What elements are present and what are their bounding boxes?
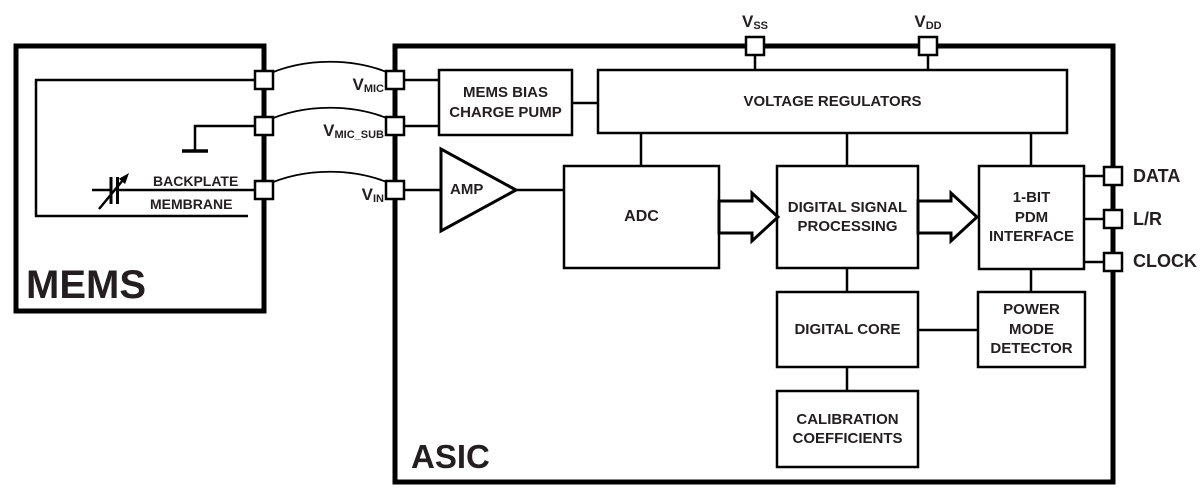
mems-vmicsub-pad [253, 115, 275, 137]
data-pad [1102, 165, 1124, 187]
power-mode-line2: MODE [1009, 320, 1054, 338]
vmicsub-base: V [323, 121, 335, 140]
voltage-regulators-line1: VOLTAGE REGULATORS [743, 92, 922, 110]
amp-triangle-icon [439, 146, 520, 234]
membrane-wire [34, 78, 264, 218]
mems-title: MEMS [26, 263, 146, 307]
asic-vmic-pad [384, 69, 406, 91]
vss-base: V [741, 12, 754, 31]
digital-core-label: DIGITAL CORE [777, 292, 918, 367]
vin-bond-wire [263, 170, 397, 187]
data-pin-label: DATA [1133, 166, 1181, 186]
dsp-to-pdm-arrow-icon [916, 189, 980, 245]
dsp-line1: DIGITAL SIGNAL [787, 198, 908, 216]
pdm-box [977, 164, 1086, 271]
vss-label: VSS [730, 12, 780, 32]
vdd-label: VDD [903, 12, 953, 32]
mems-bias-line1: MEMS BIAS [462, 84, 548, 101]
calibration-line1: CALIBRATION [796, 410, 899, 428]
clock-pin-label: CLOCK [1133, 251, 1197, 271]
adc-line1: ADC [624, 207, 659, 225]
mems-bias-box [437, 68, 574, 137]
mems-vmic-pad [253, 69, 275, 91]
pads [253, 35, 1124, 273]
asic-title: ASIC [411, 438, 490, 475]
calibration-box [775, 389, 920, 469]
mems-bias-line2: CHARGE PUMP [449, 103, 562, 121]
vmic-label: VMIC [284, 75, 384, 95]
mems-bias-label: MEMS BIAS CHARGE PUMP [439, 70, 572, 135]
asic-vmicsub-pad [384, 115, 406, 137]
adc-label: ADC [564, 166, 719, 268]
mems-vin-pad [253, 179, 275, 201]
voltage-regulators-box [596, 68, 1069, 135]
mems-outline [13, 43, 267, 314]
dsp-label: DIGITAL SIGNAL PROCESSING [777, 166, 918, 268]
clock-pad [1102, 251, 1124, 273]
capacitor-arrow-head [118, 173, 129, 184]
pdm-line2: PDM [1014, 208, 1049, 226]
pdm-line3: INTERFACE [988, 228, 1074, 246]
vdd-base: V [914, 12, 926, 31]
bond-wires [263, 60, 397, 187]
vin-base: V [361, 185, 373, 204]
membrane-label: MEMBRANE [150, 196, 233, 212]
vmicsub-label: VMIC_SUB [264, 121, 384, 141]
digital-core-line1: DIGITAL CORE [794, 320, 901, 338]
lr-pad [1102, 208, 1124, 230]
power-mode-line3: DETECTOR [990, 340, 1073, 358]
vmicsub-sub: MIC_SUB [334, 129, 384, 141]
vdd-sub: DD [925, 20, 942, 32]
dsp-box [775, 164, 920, 270]
ground-wire [193, 124, 264, 150]
adc-box [562, 164, 721, 270]
calibration-label: CALIBRATION COEFFICIENTS [777, 391, 918, 467]
vin-label: VIN [284, 185, 384, 205]
vmicsub-bond-wire [263, 106, 397, 123]
pdm-line1: 1-BIT [1012, 189, 1051, 207]
asic-vin-pad [384, 179, 406, 201]
vss-sub: SS [753, 20, 769, 32]
vdd-pad [917, 35, 939, 57]
power-mode-line1: POWER [1003, 301, 1060, 319]
bus-arrows [717, 189, 980, 245]
power-mode-box [976, 290, 1087, 369]
capacitor-arrow-shaft [98, 179, 124, 210]
amp-label: AMP [450, 181, 484, 198]
adc-to-dsp-arrow-icon [717, 189, 781, 245]
voltage-regulators-label: VOLTAGE REGULATORS [598, 70, 1067, 133]
backplate-label: BACKPLATE [153, 173, 239, 189]
dsp-line2: PROCESSING [797, 218, 898, 235]
lr-pin-label: L/R [1133, 209, 1162, 229]
digital-core-box [775, 290, 920, 369]
vin-sub: IN [373, 193, 384, 205]
vmic-base: V [352, 75, 364, 94]
calibration-line2: COEFFICIENTS [792, 430, 903, 447]
pdm-label: 1-BIT PDM INTERFACE [979, 166, 1084, 269]
mems-symbols [98, 149, 208, 210]
vmic-bond-wire [263, 60, 397, 77]
block-rects [437, 68, 1087, 469]
variable-capacitor-icon [109, 177, 119, 204]
vss-pad [744, 35, 766, 57]
vmic-sub: MIC [363, 83, 384, 95]
power-mode-label: POWER MODE DETECTOR [978, 292, 1085, 367]
